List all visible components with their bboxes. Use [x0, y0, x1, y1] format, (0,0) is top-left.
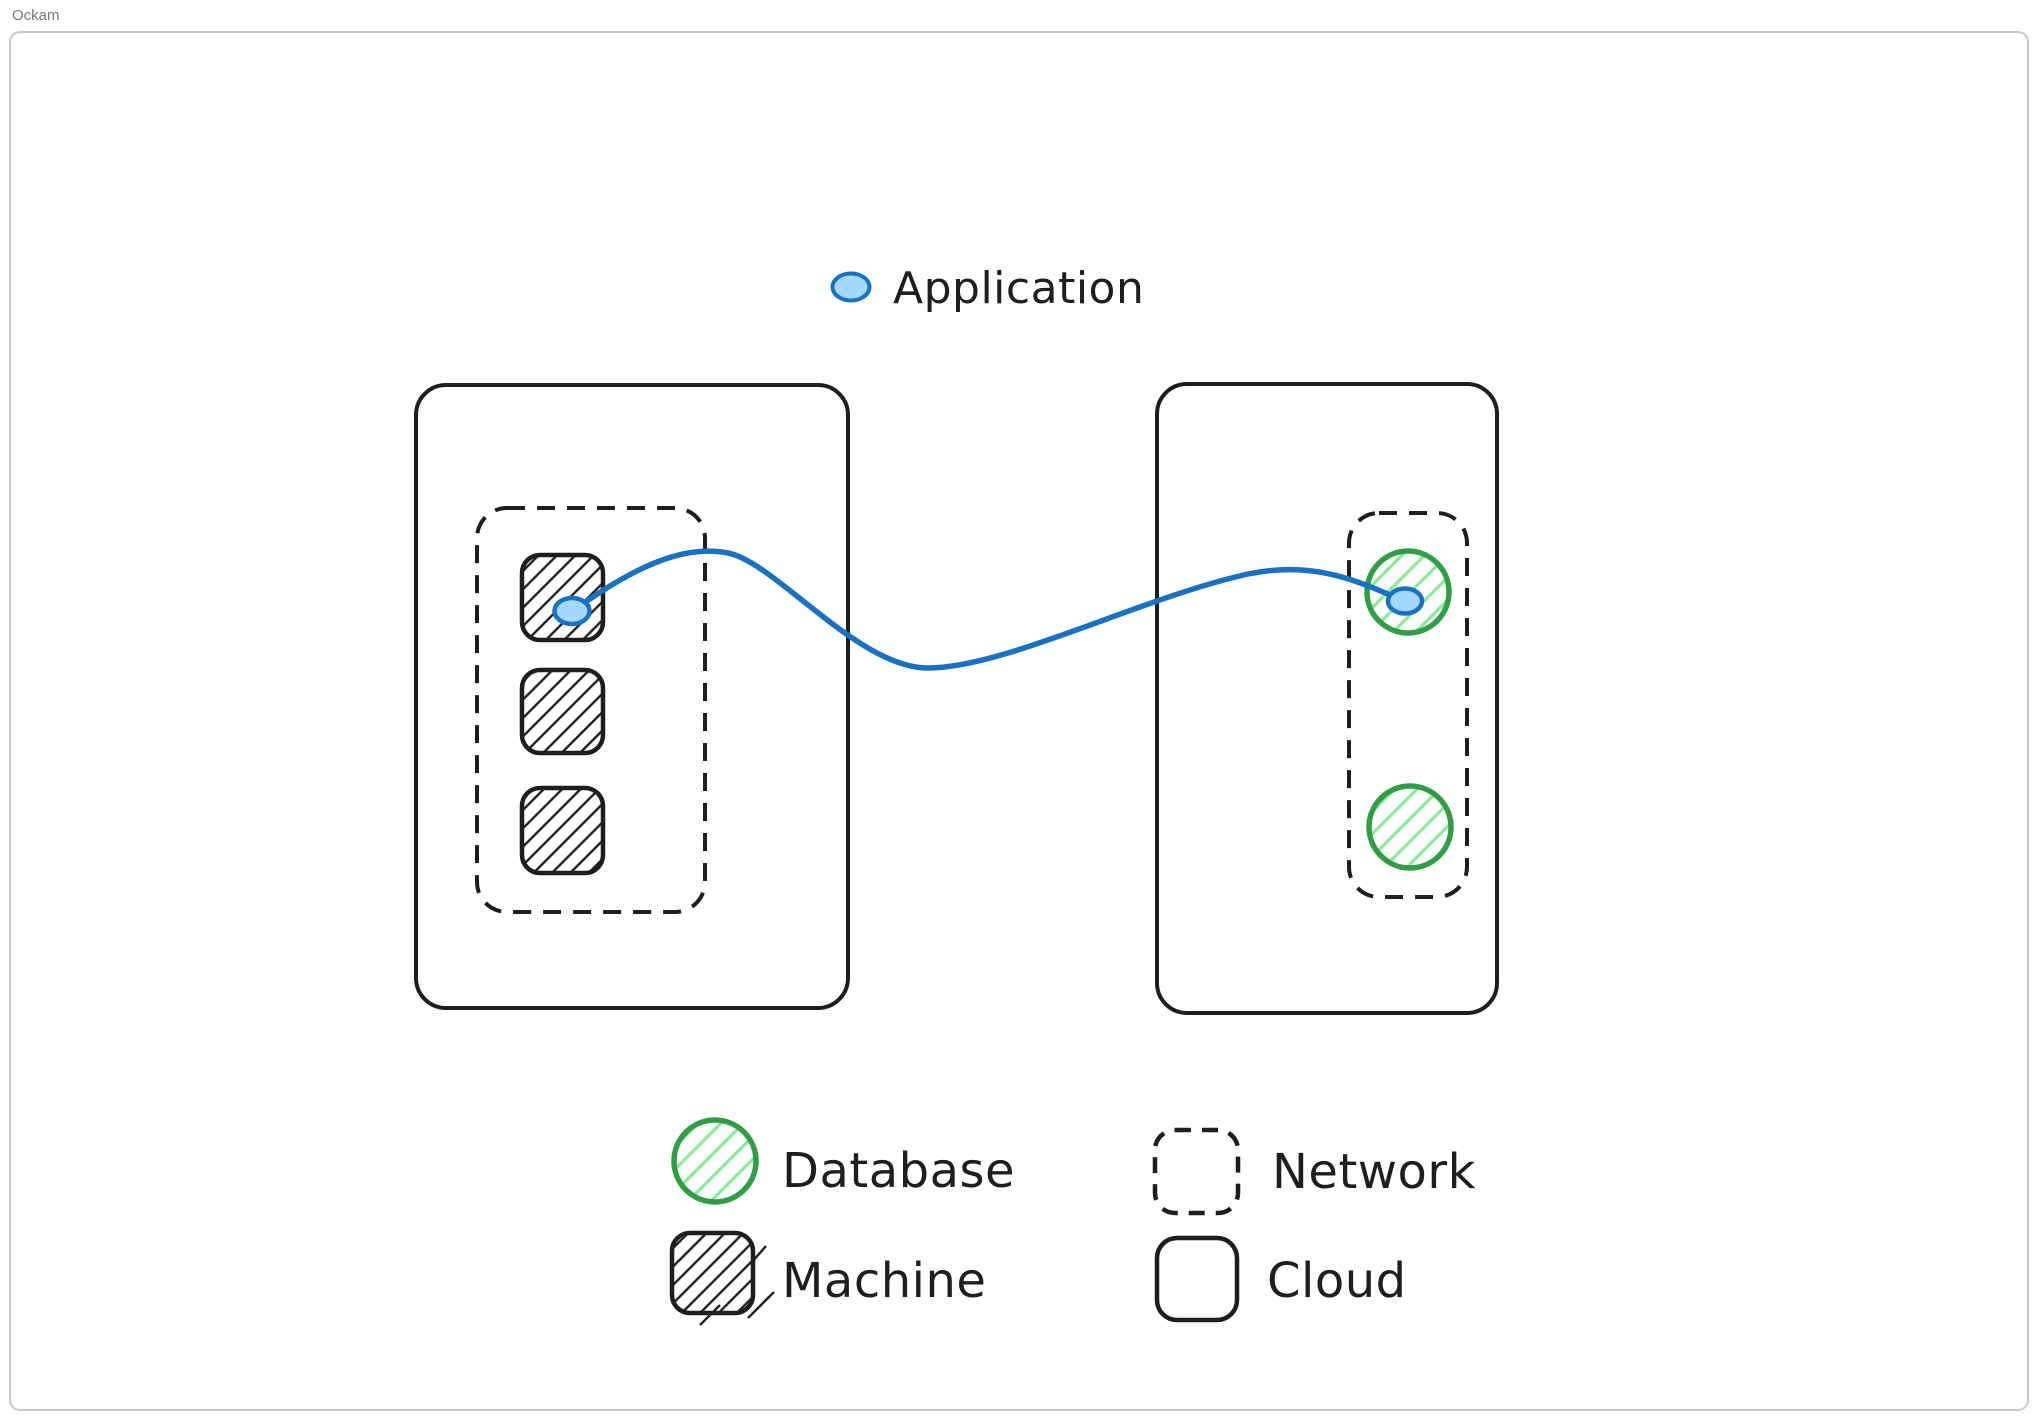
application-dot-left [552, 595, 592, 627]
left-network [475, 506, 707, 914]
cloud-icon [1154, 1235, 1240, 1323]
machine-legend-label: Machine [782, 1253, 986, 1309]
database-icon [671, 1117, 759, 1205]
cloud-legend-label: Cloud [1267, 1253, 1407, 1309]
left-cloud [414, 383, 850, 1010]
application-dot-icon [830, 271, 872, 303]
application-dot-right [1385, 586, 1425, 616]
network-legend-label: Network [1272, 1144, 1476, 1200]
machine-3 [519, 785, 606, 876]
database-2 [1366, 783, 1454, 871]
application-key-label: Application [893, 263, 1144, 314]
machine-icon [669, 1230, 756, 1316]
network-icon [1152, 1127, 1241, 1216]
connection-curve [570, 548, 1407, 671]
machine-icon-hatch-overflow [747, 1291, 775, 1319]
machine-icon-hatch-overflow [751, 1245, 767, 1263]
brand-label: Ockam [12, 7, 60, 24]
right-cloud [1155, 382, 1499, 1015]
database-legend-label: Database [782, 1143, 1015, 1199]
machine-2 [519, 667, 606, 756]
canvas-frame [9, 31, 2029, 1411]
machine-icon-hatch-overflow [699, 1304, 721, 1326]
